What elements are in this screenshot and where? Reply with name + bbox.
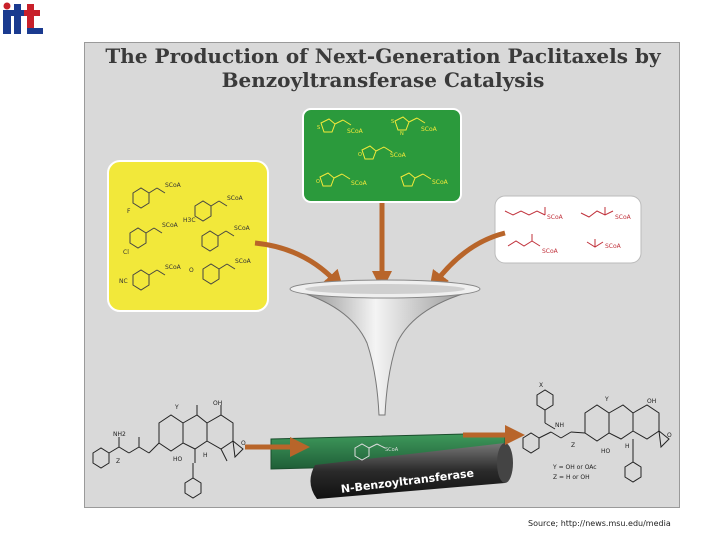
- enzyme-conveyor: SCoA N-Benzoyltransferase: [245, 425, 525, 499]
- methoxy-label: O: [189, 267, 194, 274]
- scoa-label: SCoA: [385, 447, 399, 453]
- scoa-label: SCoA: [235, 258, 252, 265]
- figure-panel: The Production of Next-Generation Paclit…: [84, 42, 680, 508]
- itt-logo: [2, 2, 46, 36]
- hydrogen-label: H: [203, 452, 208, 459]
- scoa-label: SCoA: [432, 179, 449, 186]
- hydroxyl-label: HO: [173, 456, 183, 463]
- y-label: Y: [604, 396, 609, 403]
- scoa-label: SCoA: [347, 128, 364, 135]
- z-label: Z: [116, 458, 120, 465]
- scoa-label: SCoA: [165, 182, 182, 189]
- source-credit: Source; http://news.msu.edu/media: [528, 519, 671, 528]
- amide-label: NH: [555, 422, 564, 429]
- hydrogen-label: H: [625, 443, 630, 450]
- arrow-from-red: [428, 230, 506, 291]
- sulfur-label: S: [391, 119, 394, 125]
- scoa-label: SCoA: [547, 214, 564, 221]
- z-label: Z: [571, 442, 575, 449]
- scoa-label: SCoA: [234, 225, 251, 232]
- chloro-label: Cl: [123, 249, 129, 256]
- scoa-label: SCoA: [542, 248, 559, 255]
- precursor-structure: NH2 Z Y OH HO H O: [92, 400, 246, 499]
- nitrogen-label: N: [400, 131, 404, 137]
- scoa-label: SCoA: [351, 180, 368, 187]
- hydroxyl-label: OH: [647, 398, 656, 405]
- scoa-label: SCoA: [390, 152, 407, 159]
- z-definition: Z = H or OH: [553, 474, 590, 481]
- title-line-1: The Production of Next-Generation Paclit…: [105, 44, 661, 68]
- oxygen-label: O: [241, 440, 246, 447]
- cyano-label: NC: [119, 278, 128, 285]
- scoa-label: SCoA: [605, 243, 622, 250]
- scoa-label: SCoA: [162, 222, 179, 229]
- scoa-label: SCoA: [227, 195, 244, 202]
- input-arrows: [254, 203, 506, 291]
- fluoro-label: F: [127, 208, 131, 215]
- amine-label: NH2: [113, 431, 126, 438]
- heteroaromatic-substrates-box: SCoA SCoA SCoA SCoA SCoA S S N O O: [302, 108, 462, 203]
- aliphatic-substrates-box: SCoA SCoA SCoA SCoA: [494, 195, 642, 264]
- sulfur-label: S: [317, 125, 320, 131]
- scoa-label: SCoA: [421, 126, 438, 133]
- oxygen-label: O: [358, 152, 362, 158]
- arrow-from-yellow: [254, 240, 344, 291]
- methyl-label: H3C: [183, 217, 196, 224]
- scoa-label: SCoA: [615, 214, 632, 221]
- oxygen-label: O: [316, 179, 320, 185]
- title-line-2: Benzoyltransferase Catalysis: [221, 68, 545, 92]
- diagram-canvas: SCoA SCoA SCoA SCoA SCoA SCoA F Cl H3C N…: [92, 108, 672, 499]
- product-structure: X NH Z Y OH HO H O Y = OH or OAc Z = H o…: [522, 382, 672, 483]
- oxygen-label: O: [667, 432, 672, 439]
- y-label: Y: [174, 404, 179, 411]
- hydroxyl-label: HO: [601, 448, 611, 455]
- figure-title: The Production of Next-Generation Paclit…: [85, 43, 679, 92]
- funnel: [289, 279, 481, 416]
- y-definition: Y = OH or OAc: [552, 464, 597, 471]
- hydroxyl-label: OH: [213, 400, 222, 407]
- scoa-label: SCoA: [165, 264, 182, 271]
- x-label: X: [539, 382, 543, 389]
- aromatic-substrates-box: SCoA SCoA SCoA SCoA SCoA SCoA F Cl H3C N…: [107, 160, 269, 312]
